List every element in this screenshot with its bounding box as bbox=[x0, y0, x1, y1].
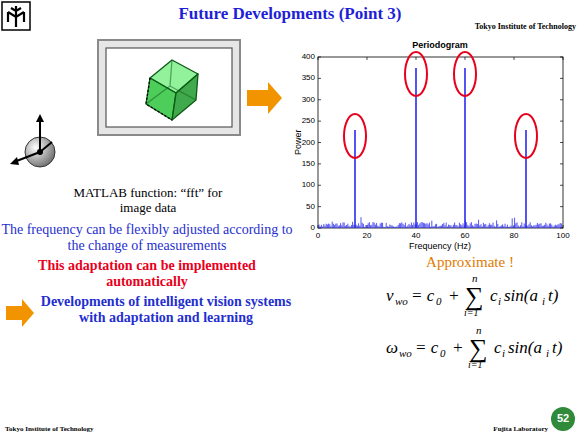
peak-highlight bbox=[344, 52, 537, 158]
header-note: Tokyo Institute of Technology bbox=[376, 22, 576, 31]
equation-part: i bbox=[502, 348, 505, 359]
axis-tick: 40 bbox=[401, 231, 431, 240]
image-window bbox=[98, 40, 240, 135]
orange-arrow bbox=[247, 82, 282, 114]
equation-part: c bbox=[490, 287, 498, 304]
axis-tick: 20 bbox=[352, 231, 382, 240]
axis-label: Frequency (Hz) bbox=[370, 241, 510, 251]
axis-tick: 150 bbox=[285, 159, 315, 168]
note-text: Approximate ! bbox=[400, 254, 540, 271]
equation-part: ω bbox=[386, 339, 398, 356]
equation-part: + bbox=[452, 339, 463, 356]
equation-part: n bbox=[472, 273, 478, 284]
equation-part: 0 bbox=[436, 296, 442, 307]
spectrum-peaks bbox=[355, 68, 526, 228]
equation-part: v bbox=[386, 287, 394, 304]
equation-part: ∑ bbox=[469, 336, 488, 362]
page-number: 52 bbox=[551, 412, 575, 425]
equation-part: ∑ bbox=[465, 284, 484, 310]
equation-part: i=1 bbox=[468, 360, 483, 370]
footer-text: Fujita Laboratory bbox=[398, 425, 548, 433]
note-text: The frequency can be flexibly adjusted a… bbox=[1, 222, 293, 254]
equation-part: i bbox=[498, 296, 501, 307]
equation-part: i bbox=[542, 296, 545, 307]
slide-title: Future Developments (Point 3) bbox=[90, 4, 490, 24]
equation-part: 0 bbox=[440, 348, 446, 359]
axis-tick: 50 bbox=[285, 202, 315, 211]
axis-tick: 100 bbox=[285, 180, 315, 189]
footer-text: Tokyo Institute of Technology bbox=[5, 425, 94, 433]
camera-icon bbox=[10, 114, 55, 167]
logo bbox=[2, 2, 30, 30]
axis-tick: 0 bbox=[303, 231, 333, 240]
equation-part: t) bbox=[548, 287, 558, 304]
axis-tick: 60 bbox=[450, 231, 480, 240]
axis-tick: 400 bbox=[285, 52, 315, 61]
axis-tick: 250 bbox=[285, 116, 315, 125]
green-cube bbox=[146, 60, 198, 120]
orange-arrow bbox=[6, 299, 34, 327]
equation-part: sin(a bbox=[504, 287, 538, 304]
equation-part: i=1 bbox=[464, 308, 479, 318]
equation-part: sin(a bbox=[508, 339, 542, 356]
page-badge bbox=[551, 407, 575, 431]
axis-tick: 80 bbox=[499, 231, 529, 240]
axis-tick: 300 bbox=[285, 95, 315, 104]
equation-part: n bbox=[476, 325, 482, 336]
axis-tick: 350 bbox=[285, 73, 315, 82]
emphasis-text: This adaptation can be implemented autom… bbox=[1, 258, 293, 290]
equation-part: wo bbox=[399, 348, 412, 359]
equation-part: c bbox=[494, 339, 502, 356]
equation-part: = c bbox=[411, 287, 434, 304]
equation-part: wo bbox=[395, 296, 408, 307]
equation-part: + bbox=[448, 287, 459, 304]
conclusion-text: Developments of intelligent vision syste… bbox=[35, 294, 297, 326]
equation-part: i bbox=[546, 348, 549, 359]
equation-part: = c bbox=[415, 339, 438, 356]
chart-title: Periodogram bbox=[370, 40, 510, 50]
axis-tick: 100 bbox=[548, 231, 578, 240]
periodogram-plot bbox=[318, 52, 563, 228]
axis-label: Power bbox=[293, 122, 303, 162]
caption-text: MATLAB function: “fft” for image data bbox=[69, 186, 227, 216]
equation-part: t) bbox=[552, 339, 562, 356]
